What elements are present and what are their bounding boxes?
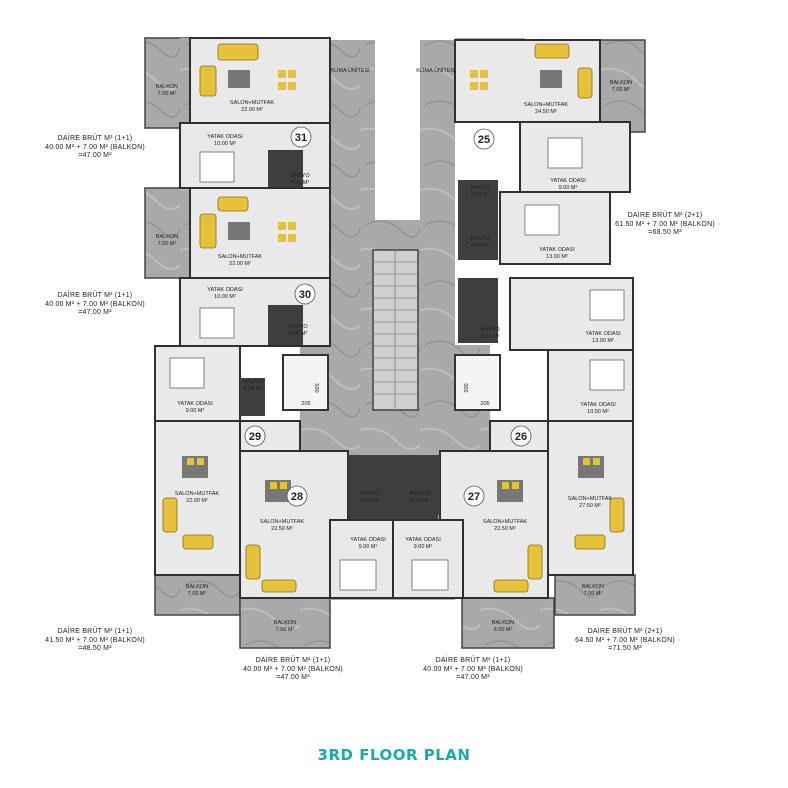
room-area: 4.50 M² <box>244 386 263 392</box>
room-label: BANYO <box>288 324 308 330</box>
room-area: 9.00 M² <box>186 408 205 414</box>
elevator-dimension: 205 <box>301 401 310 407</box>
room-label: YATAK ODASI <box>177 401 213 407</box>
unit-29-area-info: DAİRE BRÜT M² (1+1) 41.50 M² + 7.00 M² (… <box>45 628 145 652</box>
room-label: BALKON <box>492 620 514 626</box>
unit-25 <box>454 39 631 265</box>
room-area: 7.00 M² <box>276 627 295 633</box>
room-label: BALKON <box>274 620 296 626</box>
unit-number-30: 30 <box>299 289 311 301</box>
room-label: BALKON <box>610 80 632 86</box>
room-area: 22.50 M² <box>494 526 516 532</box>
room-label: YATAK ODASI <box>350 537 386 543</box>
room-area: 4.50 M² <box>291 180 310 186</box>
room-area: 4.50 M² <box>361 498 380 504</box>
room-area: 4.50 M² <box>471 192 490 198</box>
room-area: 24.50 M² <box>535 109 557 115</box>
room-area: 10.50 M² <box>587 409 609 415</box>
elevator-dimension: 200 <box>464 383 470 392</box>
room-label: SALON+MUTFAK <box>218 254 262 260</box>
room-label: BANYO <box>480 327 500 333</box>
unit-31 <box>179 37 331 189</box>
unit-27 <box>392 450 549 599</box>
unit-28-area-info: DAİRE BRÜT M² (1+1) 40.00 M² + 7.00 M² (… <box>243 657 343 681</box>
room-label: SALON+MUTFAK <box>568 496 612 502</box>
unit-number-28: 28 <box>291 491 303 503</box>
room-label: YATAK ODASI <box>550 178 586 184</box>
unit-number-25: 25 <box>478 134 490 146</box>
room-labels: KLİMA ÜNİTESİ KLİMA ÜNİTESİ SALON+MUTFAK… <box>156 67 632 633</box>
room-label: SALON+MUTFAK <box>230 100 274 106</box>
room-area: 7.00 M² <box>158 91 177 97</box>
room-area: 13.00 M² <box>546 254 568 260</box>
room-label: BALKON <box>156 84 178 90</box>
floor-plan-title: 3RD FLOOR PLAN <box>317 746 471 764</box>
room-label: SALON+MUTFAK <box>260 519 304 525</box>
room-label: BANYO <box>410 491 430 497</box>
unit-30 <box>179 187 331 347</box>
room-label: BALKON <box>186 584 208 590</box>
staircase <box>373 250 418 410</box>
room-area: 7.00 M² <box>188 591 207 597</box>
unit-25-area-info: DAİRE BRÜT M² (2+1) 61.50 M² + 7.00 M² (… <box>615 212 715 236</box>
klima-label: KLİMA ÜNİTESİ <box>330 67 370 74</box>
unit-26 <box>458 277 634 576</box>
room-label: BANYO <box>470 236 490 242</box>
room-label: BALKON <box>582 584 604 590</box>
elevator-dimension: 205 <box>480 401 489 407</box>
room-label: YATAK ODASI <box>207 287 243 293</box>
room-area: 5.00 M² <box>481 334 500 340</box>
balconies <box>144 37 646 649</box>
room-area: 9.00 M² <box>414 544 433 550</box>
room-area: 7.00 M² <box>158 241 177 247</box>
unit-number-31: 31 <box>295 132 307 144</box>
unit-30-area-info: DAİRE BRÜT M² (1+1) 40.00 M² + 7.00 M² (… <box>45 292 145 316</box>
unit-29 <box>154 345 301 576</box>
room-label: BANYO <box>290 173 310 179</box>
unit-numbers: 31 30 29 28 27 26 25 <box>244 126 532 507</box>
room-label: BANYO <box>470 185 490 191</box>
room-area: 10.00 M² <box>214 294 236 300</box>
room-area: 9.00 M² <box>559 185 578 191</box>
room-label: SALON+MUTFAK <box>524 102 568 108</box>
room-label: SALON+MUTFAK <box>175 491 219 497</box>
room-label: BANYO <box>360 491 380 497</box>
unit-27-area-info: DAİRE BRÜT M² (1+1) 40.00 M² + 7.00 M² (… <box>423 657 523 681</box>
room-area: 6.00 M² <box>494 627 513 633</box>
klima-label-right: KLİMA ÜNİTESİ <box>416 67 456 74</box>
elevator-dimension: 500 <box>313 383 319 392</box>
room-label: YATAK ODASI <box>580 402 616 408</box>
room-area: 22.00 M² <box>241 107 263 113</box>
room-area: 22.00 M² <box>186 498 208 504</box>
unit-number-29: 29 <box>249 431 261 443</box>
room-area: 9.00 M² <box>359 544 378 550</box>
room-area: 27.50 M² <box>579 503 601 509</box>
room-area: 4.50 M² <box>289 331 308 337</box>
room-area: 4.00 M² <box>471 243 490 249</box>
room-label: YATAK ODASI <box>207 134 243 140</box>
room-label: SALON+MUTFAK <box>483 519 527 525</box>
room-area: 10.00 M² <box>214 141 236 147</box>
room-area: 4.50 M² <box>411 498 430 504</box>
room-area: 22.00 M² <box>229 261 251 267</box>
room-label: BALKON <box>156 234 178 240</box>
room-label: BANYO <box>243 379 263 385</box>
room-label: YATAK ODASI <box>539 247 575 253</box>
room-area: 7.00 M² <box>612 87 631 93</box>
unit-26-area-info: DAİRE BRÜT M² (2+1) 64.50 M² + 7.00 M² (… <box>575 628 675 652</box>
room-area: 7.00 M² <box>584 591 603 597</box>
unit-number-26: 26 <box>515 431 527 443</box>
room-label: YATAK ODASI <box>405 537 441 543</box>
unit-28 <box>239 450 401 599</box>
unit-number-27: 27 <box>468 491 480 503</box>
unit-31-area-info: DAİRE BRÜT M² (1+1) 40.00 M² + 7.00 M² (… <box>45 135 145 159</box>
room-area: 13.00 M² <box>592 338 614 344</box>
room-area: 22.50 M² <box>271 526 293 532</box>
room-label: YATAK ODASI <box>585 331 621 337</box>
